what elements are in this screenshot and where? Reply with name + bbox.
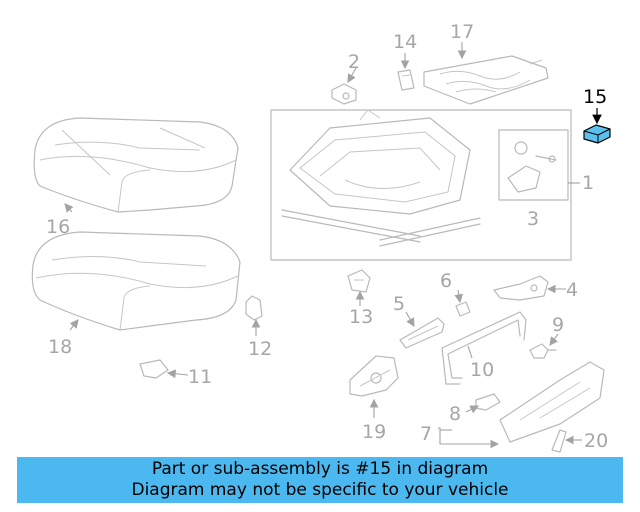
part-10-wire <box>441 311 527 385</box>
callout-16: 16 <box>46 216 70 238</box>
callout-4: 4 <box>566 279 578 301</box>
part-16-cushion-cover <box>33 117 239 213</box>
part-19-recliner <box>349 355 399 397</box>
part-7-side-shield <box>499 361 605 443</box>
part-3-kit-parts <box>507 141 557 193</box>
part-2-clip <box>331 83 357 105</box>
part-12-hook <box>245 295 263 321</box>
part-8-clip <box>475 393 501 411</box>
part-4-lever <box>493 275 549 301</box>
callout-1: 1 <box>582 172 594 194</box>
part-18-cushion-pad <box>31 231 241 331</box>
callout-20: 20 <box>584 430 608 452</box>
part-14-bracket <box>397 69 415 91</box>
banner-line-2: Diagram may not be specific to your vehi… <box>131 480 509 500</box>
info-banner: Part or sub-assembly is #15 in diagram D… <box>17 457 623 503</box>
part-1-seat-frame <box>281 109 481 247</box>
callout-9: 9 <box>552 314 564 336</box>
callout-8: 8 <box>449 403 461 425</box>
callout-2: 2 <box>348 51 360 73</box>
callout-7: 7 <box>420 423 432 445</box>
part-20-cover <box>551 429 567 453</box>
part-11-trim <box>139 359 169 379</box>
part-15-highlighted[interactable] <box>583 124 611 144</box>
part-3-kit-box <box>498 129 569 201</box>
part-6-cap <box>455 301 471 317</box>
banner-line-1: Part or sub-assembly is #15 in diagram <box>151 459 489 479</box>
callout-11: 11 <box>188 366 212 388</box>
callout-15: 15 <box>583 86 607 108</box>
part-5-handle <box>399 317 445 349</box>
part-1-frame-box <box>270 109 572 261</box>
part-9-screw <box>529 343 557 359</box>
callout-6: 6 <box>440 270 452 292</box>
callout-13: 13 <box>349 306 373 328</box>
callout-19: 19 <box>362 421 386 443</box>
callout-17: 17 <box>450 21 474 43</box>
callout-12: 12 <box>248 338 272 360</box>
callout-18: 18 <box>48 336 72 358</box>
callout-3: 3 <box>527 208 539 230</box>
callout-5: 5 <box>393 293 405 315</box>
part-13-bracket <box>347 269 371 293</box>
callout-10: 10 <box>470 359 494 381</box>
callout-14: 14 <box>393 31 417 53</box>
part-17-seat-heater <box>423 55 549 105</box>
